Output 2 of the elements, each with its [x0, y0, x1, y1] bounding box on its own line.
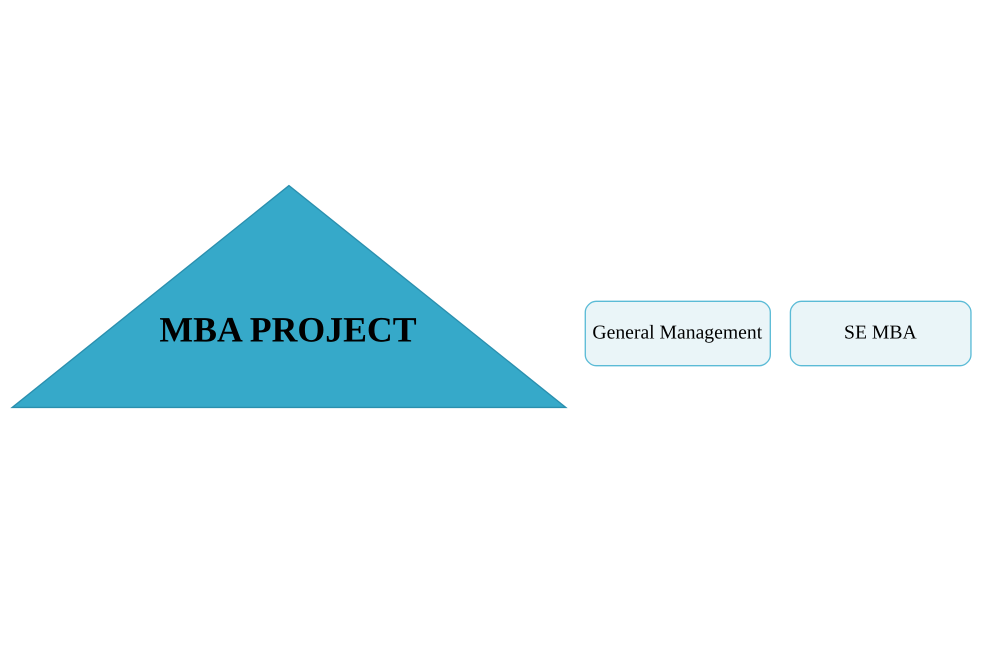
node-box: General Management: [584, 300, 771, 366]
node-box: SE MBA: [790, 300, 972, 366]
